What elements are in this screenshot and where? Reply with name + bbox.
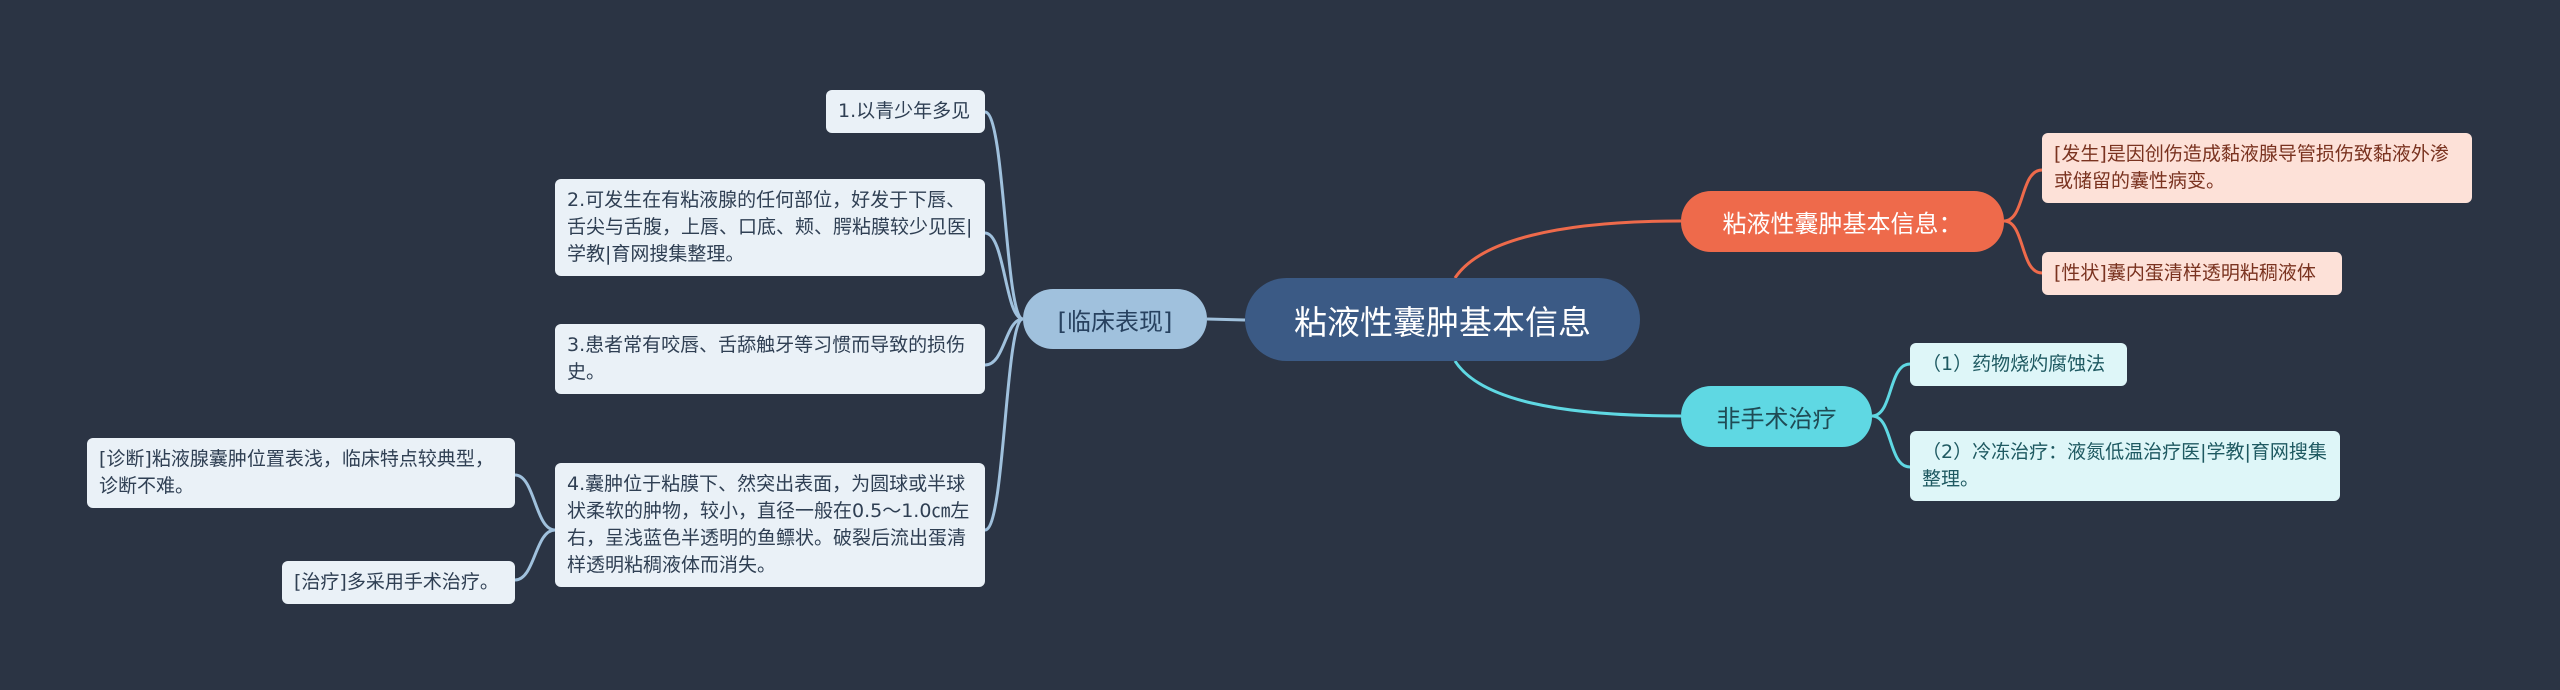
- connector-sub-2: [514, 528, 556, 582]
- diagnosis-item[interactable]: [诊断]粘液腺囊肿位置表浅，临床特点较典型，诊断不难。: [87, 438, 515, 508]
- connector-top-2: [2003, 219, 2043, 275]
- branch-nonsurgical[interactable]: 非手术治疗: [1681, 386, 1872, 447]
- branch-nonsurgical-label: 非手术治疗: [1716, 405, 1837, 433]
- branch-clinical-label: [临床表现]: [1057, 307, 1173, 336]
- clinical-item-4[interactable]: 4.囊肿位于粘膜下、然突出表面，为圆球或半球状柔软的肿物，较小，直径一般在0.5…: [555, 463, 985, 587]
- treatment-item[interactable]: [治疗]多采用手术治疗。: [282, 561, 515, 604]
- root-node[interactable]: 粘液性囊肿基本信息: [1245, 278, 1640, 361]
- basic-info-nature-text: [性状]囊内蛋清样透明粘稠液体: [2054, 262, 2316, 284]
- connector-top-1: [2003, 168, 2043, 223]
- nonsurgical-item-1-text: （1）药物烧灼腐蚀法: [1922, 353, 2106, 375]
- connector-root-bottom: [1453, 360, 1682, 418]
- treatment-item-text: [治疗]多采用手术治疗。: [294, 571, 499, 593]
- root-node-label: 粘液性囊肿基本信息: [1294, 302, 1591, 342]
- clinical-item-3-text: 3.患者常有咬唇、舌舔触牙等习惯而导致的损伤史。: [567, 334, 966, 383]
- connector-bottom-1: [1871, 362, 1911, 418]
- nonsurgical-item-2-text: （2）冷冻治疗：液氮低温治疗医|学教|育网搜集整理。: [1922, 441, 2327, 490]
- clinical-item-3[interactable]: 3.患者常有咬唇、舌舔触牙等习惯而导致的损伤史。: [555, 324, 985, 394]
- diagnosis-item-text: [诊断]粘液腺囊肿位置表浅，临床特点较典型，诊断不难。: [99, 448, 494, 497]
- basic-info-occurrence-text: [发生]是因创伤造成黏液腺导管损伤致黏液外渗或储留的囊性病变。: [2054, 143, 2449, 192]
- connector-sub-1: [514, 473, 556, 532]
- connector-bottom-2: [1871, 414, 1911, 469]
- branch-basic-info-label: 粘液性囊肿基本信息：: [1722, 210, 1963, 238]
- branch-clinical[interactable]: [临床表现]: [1023, 289, 1207, 349]
- branch-basic-info[interactable]: 粘液性囊肿基本信息：: [1681, 191, 2004, 252]
- connector-left-1: [984, 110, 1024, 321]
- nonsurgical-item-2[interactable]: （2）冷冻治疗：液氮低温治疗医|学教|育网搜集整理。: [1910, 431, 2340, 501]
- clinical-item-4-text: 4.囊肿位于粘膜下、然突出表面，为圆球或半球状柔软的肿物，较小，直径一般在0.5…: [567, 473, 970, 576]
- clinical-item-1-text: 1.以青少年多见: [838, 100, 971, 122]
- connector-left-4: [984, 317, 1024, 532]
- basic-info-nature[interactable]: [性状]囊内蛋清样透明粘稠液体: [2042, 252, 2342, 295]
- clinical-item-1[interactable]: 1.以青少年多见: [826, 90, 985, 133]
- basic-info-occurrence[interactable]: [发生]是因创伤造成黏液腺导管损伤致黏液外渗或储留的囊性病变。: [2042, 133, 2472, 203]
- connector-left-2: [984, 231, 1024, 321]
- nonsurgical-item-1[interactable]: （1）药物烧灼腐蚀法: [1910, 343, 2127, 386]
- clinical-item-2-text: 2.可发生在有粘液腺的任何部位，好发于下唇、舌尖与舌腹，上唇、口底、颊、腭粘膜较…: [567, 189, 973, 265]
- connector-left-3: [984, 317, 1024, 367]
- clinical-item-2[interactable]: 2.可发生在有粘液腺的任何部位，好发于下唇、舌尖与舌腹，上唇、口底、颊、腭粘膜较…: [555, 179, 985, 276]
- connector-root-left: [1206, 317, 1246, 322]
- connector-root-top: [1453, 219, 1682, 279]
